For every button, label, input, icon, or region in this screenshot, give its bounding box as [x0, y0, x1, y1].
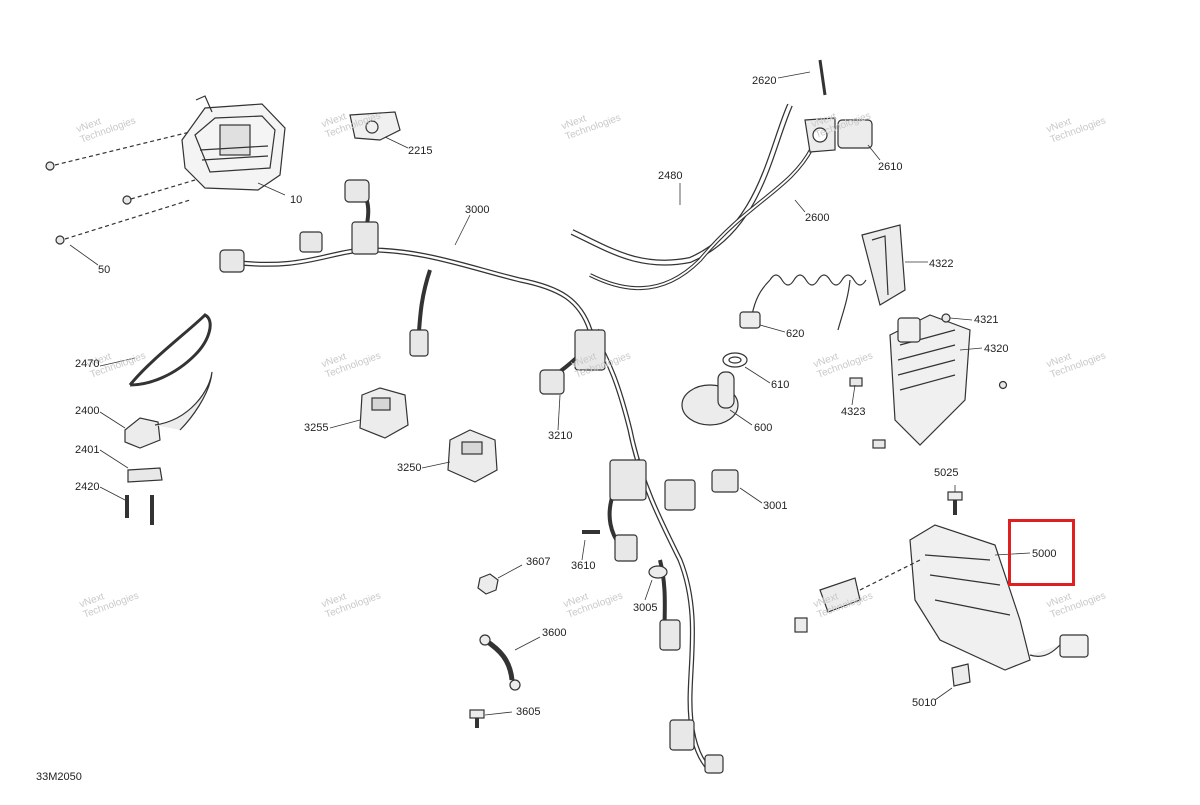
module-5000	[909, 524, 1089, 671]
diagram-code: 33M2050	[36, 771, 82, 783]
clip-5010	[951, 663, 971, 687]
callout-3610[interactable]: 3610	[571, 560, 596, 572]
connector-5000-side	[794, 559, 921, 633]
tube-2600	[589, 147, 814, 291]
switch-3255	[359, 387, 409, 439]
callout-5025[interactable]: 5025	[934, 467, 959, 479]
callout-4321[interactable]: 4321	[974, 314, 999, 326]
screw-3605	[469, 709, 485, 728]
module-4322	[861, 224, 906, 306]
sensor-2610	[804, 117, 873, 153]
callout-2620[interactable]: 2620	[752, 75, 777, 87]
callout-3250[interactable]: 3250	[397, 462, 422, 474]
callout-620[interactable]: 620	[786, 328, 805, 340]
ground-cable-3600	[479, 634, 521, 691]
bolt-icon	[125, 495, 154, 525]
callout-3600[interactable]: 3600	[542, 627, 567, 639]
callout-600[interactable]: 600	[754, 422, 773, 434]
clip-2401	[127, 467, 163, 483]
callout-5010[interactable]: 5010	[912, 697, 937, 709]
callout-5000[interactable]: 5000	[1032, 548, 1057, 560]
bolt-5025	[947, 491, 963, 515]
callout-50[interactable]: 50	[98, 264, 111, 276]
callout-4320[interactable]: 4320	[984, 343, 1009, 355]
knob-600	[681, 371, 739, 426]
callout-2470[interactable]: 2470	[75, 358, 100, 370]
callout-3607[interactable]: 3607	[526, 556, 551, 568]
callout-2420[interactable]: 2420	[75, 481, 100, 493]
cable-loop-2470	[128, 313, 212, 387]
callout-3001[interactable]: 3001	[763, 500, 788, 512]
coiled-cable-620	[739, 274, 867, 331]
screw-icon	[45, 161, 132, 245]
nut-3607	[477, 573, 499, 595]
callout-3210[interactable]: 3210	[548, 430, 573, 442]
callout-2600[interactable]: 2600	[805, 212, 830, 224]
fastener-icon	[849, 313, 1008, 449]
callout-2400[interactable]: 2400	[75, 405, 100, 417]
ring-610	[722, 352, 748, 368]
callout-10[interactable]: 10	[290, 194, 303, 206]
grommet-3005	[648, 565, 668, 579]
clamp-2400	[124, 371, 213, 449]
connector-icon	[219, 179, 739, 774]
callout-4322[interactable]: 4322	[929, 258, 954, 270]
switch-3250	[447, 429, 498, 483]
callout-610[interactable]: 610	[771, 379, 790, 391]
bracket-2215	[349, 111, 401, 141]
callout-3005[interactable]: 3005	[633, 602, 658, 614]
ecu-4320	[889, 314, 971, 446]
callout-2610[interactable]: 2610	[878, 161, 903, 173]
callout-3000[interactable]: 3000	[465, 204, 490, 216]
leader-lines	[69, 71, 1031, 716]
callout-4323[interactable]: 4323	[841, 406, 866, 418]
callout-2480[interactable]: 2480	[658, 170, 683, 182]
callout-3255[interactable]: 3255	[304, 422, 329, 434]
callout-3605[interactable]: 3605	[516, 706, 541, 718]
tube-2480	[570, 103, 793, 266]
selected-part-highlight	[1008, 519, 1075, 586]
callout-2215[interactable]: 2215	[408, 145, 433, 157]
callout-2401[interactable]: 2401	[75, 444, 100, 456]
fuse-box	[181, 95, 286, 191]
